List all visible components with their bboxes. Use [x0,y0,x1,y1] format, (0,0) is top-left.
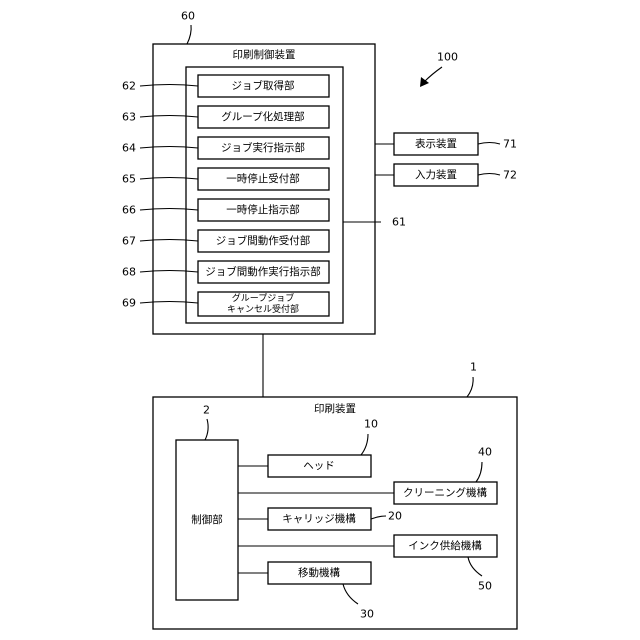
cleaning-mechanism-ref: 40 [478,446,492,459]
grouping-processing-unit-ref: 63 [122,111,136,124]
print-control-device-ref: 60 [181,10,195,23]
ink-supply-mechanism-label: インク供給機構 [408,539,482,552]
input-device-label: 入力装置 [415,168,457,181]
inter-job-operation-reception-unit-label: ジョブ間動作受付部 [216,234,311,247]
head-label: ヘッド [303,460,335,472]
cleaning-mechanism-label: クリーニング機構 [403,486,487,499]
printing-device-ref: 1 [470,361,477,374]
inter-job-operation-execution-instruction-unit-label: ジョブ間動作実行指示部 [205,265,321,278]
group-job-cancel-reception-unit-label-line1: グループジョブ [232,292,294,304]
pause-reception-unit-ref: 65 [122,173,136,186]
job-acquisition-unit-ref: 62 [122,80,136,93]
input-device-leader [478,174,500,176]
printing-device-title: 印刷装置 [314,402,356,415]
movement-mechanism-label: 移動機構 [298,566,340,579]
control-unit-label: 制御部 [191,513,223,526]
pause-instruction-unit-ref: 66 [122,204,136,217]
printing-device-leader [467,377,473,397]
print-control-device-title: 印刷制御装置 [233,48,296,61]
group-job-cancel-reception-unit-label-line2: キャンセル受付部 [227,303,299,315]
job-acquisition-unit-label: ジョブ取得部 [232,79,295,92]
movement-mechanism-ref: 30 [360,608,374,621]
head-ref: 10 [364,418,378,431]
display-device-ref: 71 [503,138,517,151]
group-job-cancel-reception-unit-ref: 69 [122,297,136,310]
inner-frame-ref: 61 [392,216,406,229]
pause-reception-unit-label: 一時停止受付部 [226,172,300,185]
carriage-mechanism-label: キャリッジ機構 [282,512,356,525]
display-device-label: 表示装置 [415,137,457,150]
figure-ref-label: 100 [437,51,458,64]
job-execution-instruction-unit-ref: 64 [122,142,136,155]
display-device-leader [478,143,500,145]
figure-ref-arrow-line [424,67,442,82]
job-execution-instruction-unit-label: ジョブ実行指示部 [221,141,305,154]
carriage-mechanism-ref: 20 [388,510,402,523]
print-control-device-leader [187,25,191,44]
inter-job-operation-execution-instruction-unit-ref: 68 [122,266,136,279]
input-device-ref: 72 [503,169,517,182]
control-unit-ref: 2 [203,404,210,417]
inter-job-operation-reception-unit-ref: 67 [122,235,136,248]
pause-instruction-unit-label: 一時停止指示部 [226,203,300,216]
grouping-processing-unit-label: グループ化処理部 [221,110,304,123]
ink-supply-mechanism-ref: 50 [478,580,492,593]
